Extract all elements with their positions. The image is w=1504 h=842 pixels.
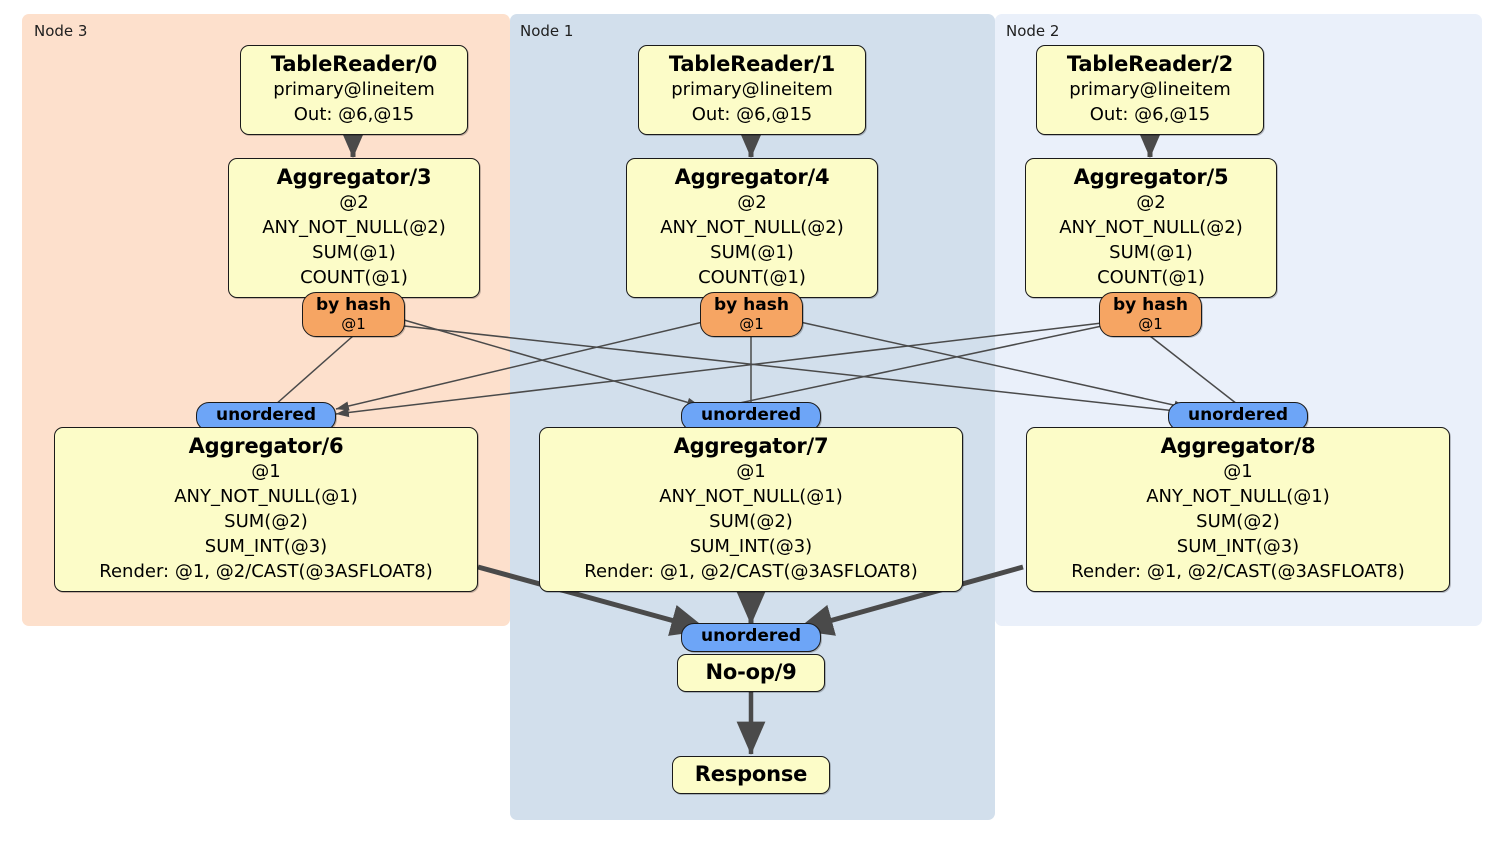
processor-no-op-9[interactable]: No-op/9 — [677, 654, 825, 692]
box-line: primary@lineitem — [1069, 79, 1231, 100]
box-line: COUNT(@1) — [300, 267, 408, 288]
router-label: by hash — [316, 295, 391, 315]
box-line: @2 — [339, 192, 369, 213]
box-line: SUM(@1) — [1109, 242, 1193, 263]
box-line: Render: @1, @2/CAST(@3ASFLOAT8) — [1071, 561, 1405, 582]
box-line: ANY_NOT_NULL(@1) — [174, 486, 358, 507]
synchronizer-unordered-9[interactable]: unordered — [681, 623, 821, 652]
synchronizer-label: unordered — [215, 405, 317, 425]
box-line: Out: @6,@15 — [1089, 104, 1211, 125]
processor-aggregator-7[interactable]: Aggregator/7 @1 ANY_NOT_NULL(@1) SUM(@2)… — [539, 427, 963, 592]
box-title: Response — [694, 762, 808, 786]
box-title: No-op/9 — [705, 660, 797, 684]
synchronizer-label: unordered — [1187, 405, 1289, 425]
box-line: Render: @1, @2/CAST(@3ASFLOAT8) — [584, 561, 918, 582]
box-line: ANY_NOT_NULL(@1) — [659, 486, 843, 507]
box-line: @2 — [737, 192, 767, 213]
router-label: by hash — [714, 295, 789, 315]
router-by-hash-4[interactable]: by hash @1 — [700, 292, 803, 337]
box-title: Aggregator/5 — [1073, 165, 1229, 189]
processor-tablereader-0[interactable]: TableReader/0 primary@lineitem Out: @6,@… — [240, 45, 468, 135]
box-line: @2 — [1136, 192, 1166, 213]
processor-aggregator-5[interactable]: Aggregator/5 @2 ANY_NOT_NULL(@2) SUM(@1)… — [1025, 158, 1277, 298]
cluster-label-node-1: Node 1 — [520, 22, 574, 40]
synchronizer-label: unordered — [700, 626, 802, 646]
box-line: @1 — [1223, 461, 1253, 482]
box-title: Aggregator/4 — [674, 165, 830, 189]
box-title: TableReader/2 — [1066, 52, 1234, 76]
box-line: SUM(@1) — [312, 242, 396, 263]
router-by-hash-3[interactable]: by hash @1 — [302, 292, 405, 337]
processor-aggregator-8[interactable]: Aggregator/8 @1 ANY_NOT_NULL(@1) SUM(@2)… — [1026, 427, 1450, 592]
synchronizer-unordered-7[interactable]: unordered — [681, 402, 821, 431]
router-column: @1 — [1138, 315, 1163, 333]
box-title: Aggregator/6 — [188, 434, 344, 458]
router-by-hash-5[interactable]: by hash @1 — [1099, 292, 1202, 337]
box-line: Out: @6,@15 — [293, 104, 415, 125]
box-title: Aggregator/7 — [673, 434, 829, 458]
box-line: SUM(@1) — [710, 242, 794, 263]
cluster-label-node-2: Node 2 — [1006, 22, 1060, 40]
box-line: ANY_NOT_NULL(@2) — [660, 217, 844, 238]
synchronizer-label: unordered — [700, 405, 802, 425]
box-title: Aggregator/3 — [276, 165, 432, 189]
box-line: COUNT(@1) — [698, 267, 806, 288]
router-column: @1 — [739, 315, 764, 333]
box-line: SUM_INT(@3) — [1176, 536, 1300, 557]
box-line: SUM(@2) — [709, 511, 793, 532]
processor-aggregator-4[interactable]: Aggregator/4 @2 ANY_NOT_NULL(@2) SUM(@1)… — [626, 158, 878, 298]
box-title: TableReader/1 — [668, 52, 836, 76]
processor-aggregator-6[interactable]: Aggregator/6 @1 ANY_NOT_NULL(@1) SUM(@2)… — [54, 427, 478, 592]
router-column: @1 — [341, 315, 366, 333]
box-line: SUM_INT(@3) — [204, 536, 328, 557]
box-title: TableReader/0 — [270, 52, 438, 76]
box-line: COUNT(@1) — [1097, 267, 1205, 288]
box-line: ANY_NOT_NULL(@2) — [262, 217, 446, 238]
box-line: Out: @6,@15 — [691, 104, 813, 125]
box-line: Render: @1, @2/CAST(@3ASFLOAT8) — [99, 561, 433, 582]
box-line: SUM(@2) — [1196, 511, 1280, 532]
processor-aggregator-3[interactable]: Aggregator/3 @2 ANY_NOT_NULL(@2) SUM(@1)… — [228, 158, 480, 298]
processor-tablereader-1[interactable]: TableReader/1 primary@lineitem Out: @6,@… — [638, 45, 866, 135]
box-line: @1 — [251, 461, 281, 482]
processor-tablereader-2[interactable]: TableReader/2 primary@lineitem Out: @6,@… — [1036, 45, 1264, 135]
box-line: @1 — [736, 461, 766, 482]
box-line: ANY_NOT_NULL(@2) — [1059, 217, 1243, 238]
box-title: Aggregator/8 — [1160, 434, 1316, 458]
box-line: SUM(@2) — [224, 511, 308, 532]
router-label: by hash — [1113, 295, 1188, 315]
processor-response[interactable]: Response — [672, 756, 830, 794]
cluster-label-node-3: Node 3 — [34, 22, 88, 40]
box-line: primary@lineitem — [671, 79, 833, 100]
box-line: ANY_NOT_NULL(@1) — [1146, 486, 1330, 507]
box-line: primary@lineitem — [273, 79, 435, 100]
box-line: SUM_INT(@3) — [689, 536, 813, 557]
